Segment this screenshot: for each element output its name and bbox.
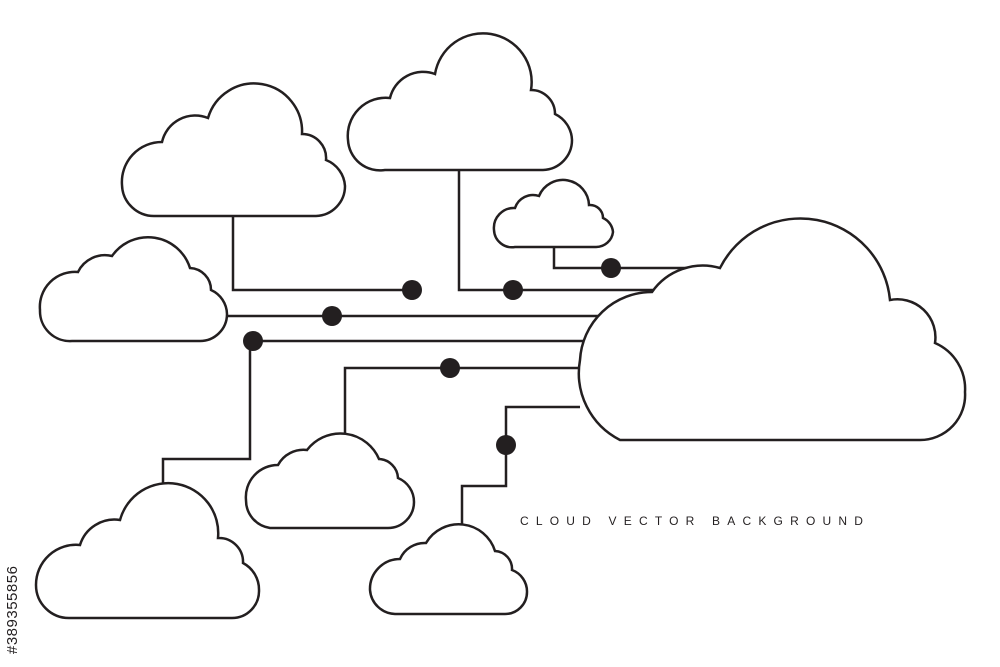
connector-lines	[161, 170, 690, 527]
node-dot	[440, 358, 460, 378]
stock-id-text: #389355856	[4, 565, 21, 654]
cloud-top-left	[120, 82, 347, 218]
junction-dots	[243, 258, 621, 455]
cloud-middle-left	[38, 236, 229, 343]
connector-line-top-left	[231, 215, 412, 292]
connector-line-bottom-left	[161, 339, 585, 495]
caption-text: CLOUD VECTOR BACKGROUND	[520, 514, 871, 528]
cloud-top-center	[346, 32, 574, 172]
cloud-group	[34, 32, 967, 620]
node-dot	[243, 331, 263, 351]
cloud-bottom-right	[368, 523, 529, 616]
node-dot	[503, 280, 523, 300]
cloud-bottom-center	[244, 432, 416, 530]
cloud-large-right	[577, 217, 967, 442]
connector-line-bottom-right	[460, 405, 580, 527]
connector-line-bottom-middle	[343, 366, 578, 437]
cloud-small-right	[492, 178, 615, 249]
node-dot	[402, 280, 422, 300]
connector-line-small-cloud	[552, 246, 690, 270]
connector-line-top-center	[457, 170, 660, 292]
cloud-bottom-left	[34, 481, 261, 620]
node-dot	[322, 306, 342, 326]
node-dot	[601, 258, 621, 278]
node-dot	[496, 435, 516, 455]
